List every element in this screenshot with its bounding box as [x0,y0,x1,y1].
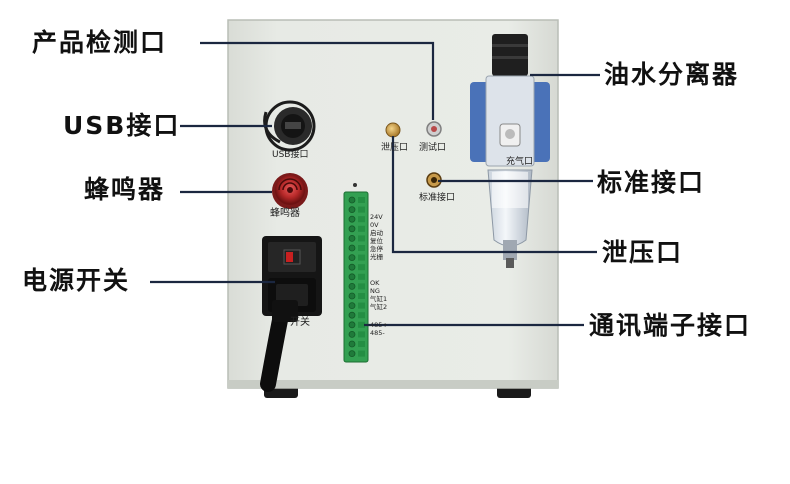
terminal-screw [348,225,356,233]
terminal-slot [358,216,365,223]
terminal-slot [358,293,365,299]
terminal-slot [358,350,365,357]
terminal-slot [358,302,365,309]
terminal-slot [358,341,365,347]
line-product-port [200,41,435,120]
terminal-slot [358,206,365,213]
panel-label-usb: USB接口 [272,150,309,160]
usb-connector [263,100,316,152]
callout-comm-terminal: 通讯端子接口 [589,311,752,340]
terminal-label: 485+ [370,321,388,329]
terminal-labels: 24V 0V 启动 复位 急停 光栅 OK NG 气缸1 气缸2 485+ 48… [370,213,388,337]
terminal-slot [358,225,365,232]
panel-label-buzzer: 蜂鸣器 [270,208,300,219]
terminal-screw [348,215,356,223]
terminal-screw [348,254,356,262]
terminal-label: 启动 [370,229,383,237]
terminal-label: 0V [370,221,379,229]
terminal-slot [358,321,365,328]
callout-usb-port: USB接口 [63,111,181,140]
terminal-slot [358,197,365,203]
callout-oil-water-separator: 油水分离器 [604,60,740,89]
terminal-label: 复位 [370,237,383,245]
terminal-slot [358,312,365,319]
terminal-screw [348,282,356,290]
callout-power-switch: 电源开关 [22,266,131,295]
panel-label-test: 测试口 [419,143,447,153]
terminal-screw [348,234,356,242]
terminal-screw [348,350,356,358]
callout-lines [150,41,600,327]
panel-label-standard: 标准接口 [419,193,456,203]
panel-label-fill: 充气口 [506,157,534,167]
terminal-label: NG [370,287,380,295]
panel-label-switch: 开关 [290,317,310,328]
callout-vent-port: 泄压口 [602,238,684,267]
terminal-screw [348,311,356,319]
terminal-label: 气缸1 [370,295,388,303]
power-switch-socket [260,236,322,392]
terminal-screw [348,321,356,329]
callout-product-port: 产品检测口 [32,28,168,57]
terminal-slot [358,254,365,261]
terminal-screw [348,302,356,310]
terminal-slot [358,273,365,280]
terminal-screw [348,292,356,300]
terminal-screw [348,196,356,204]
test-port-fitting [426,121,442,137]
terminal-slot [358,331,365,338]
terminal-label: OK [370,279,380,287]
terminal-screw [348,263,356,271]
line-vent-port [391,136,597,254]
oil-water-separator-device [470,34,550,268]
terminal-label: 急停 [370,245,383,253]
terminal-label: 气缸2 [370,303,388,311]
terminal-slot [358,245,365,251]
buzzer-device [272,173,308,209]
terminal-slot [358,283,365,290]
terminal-screw [348,273,356,281]
terminal-screw [348,244,356,252]
terminal-block [343,183,369,363]
terminal-slot [358,264,365,271]
callout-buzzer: 蜂鸣器 [84,175,166,204]
callout-standard-port: 标准接口 [597,168,706,197]
terminal-label: 24V [370,213,383,221]
terminal-screw [348,206,356,214]
terminal-screw [348,330,356,338]
terminal-slot [358,235,365,242]
terminal-screw [348,340,356,348]
vent-port-fitting [385,122,401,138]
terminal-label: 光栅 [370,253,383,261]
terminal-label: 485- [370,329,385,337]
panel-label-vent: 泄压口 [381,143,409,153]
